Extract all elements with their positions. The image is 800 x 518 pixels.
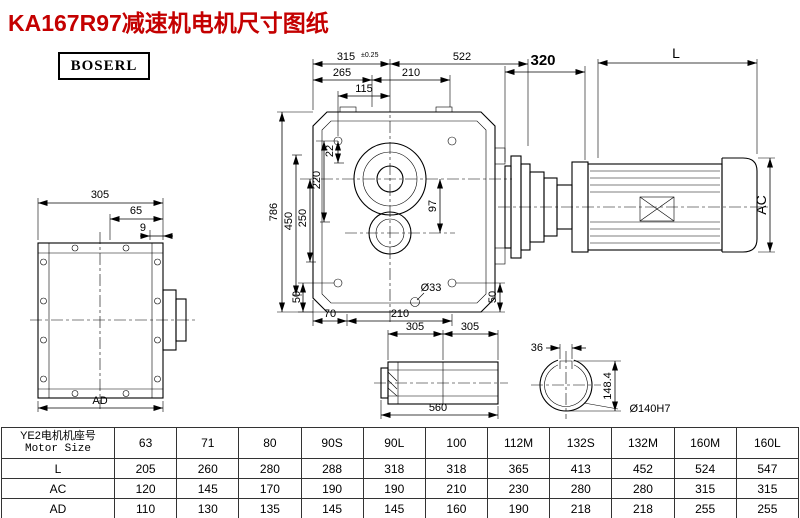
value-cell: 365 <box>487 458 551 479</box>
dim-9-label: 9 <box>140 222 146 234</box>
dim-560-label: 560 <box>429 402 447 414</box>
value-cell: 120 <box>113 478 178 499</box>
size-cell: 132M <box>611 427 675 459</box>
dim-70-label: 70 <box>324 308 336 320</box>
dim-250-label: 250 <box>297 209 309 227</box>
header-cn: YE2电机机座号 <box>20 429 96 442</box>
size-cell: 112M <box>487 427 551 459</box>
dim-265-label: 265 <box>333 67 351 79</box>
motor-view: 320 L AC <box>498 45 775 259</box>
dim-210-top-label: 210 <box>402 67 420 79</box>
value-cell: 145 <box>300 498 364 518</box>
technical-drawing: 305 65 9 AD 315 <box>30 45 775 419</box>
size-cell: 63 <box>113 427 178 459</box>
size-cell: 90S <box>300 427 364 459</box>
dim-65-label: 65 <box>130 205 142 217</box>
dim-33-label: Ø33 <box>421 282 442 294</box>
dim-220-label: 220 <box>311 171 323 189</box>
value-cell: 280 <box>238 458 302 479</box>
value-cell: 210 <box>424 478 489 499</box>
value-cell: 190 <box>362 478 426 499</box>
size-cell: 160L <box>735 427 800 459</box>
dim-210-bottom-label: 210 <box>391 308 409 320</box>
dim-50-right-label: 50 <box>487 291 499 303</box>
dim-320-label: 320 <box>530 52 555 69</box>
dim-305-right-label: 305 <box>461 321 479 333</box>
dim-AD-label: AD <box>92 395 107 407</box>
value-cell: 315 <box>673 478 737 499</box>
dim-140H7-label: Ø140H7 <box>630 403 671 415</box>
row-label-cell: AC <box>1 478 115 499</box>
value-cell: 315 <box>735 478 800 499</box>
dim-315-label: 315 <box>337 51 355 63</box>
value-cell: 413 <box>549 458 613 479</box>
dim-50-left-label: 50 <box>291 291 303 303</box>
dim-97-label: 97 <box>427 200 439 212</box>
value-cell: 110 <box>113 498 178 518</box>
value-cell: 318 <box>362 458 426 479</box>
left-side-view: 305 65 9 AD <box>30 189 195 412</box>
size-cell: 80 <box>238 427 302 459</box>
value-cell: 280 <box>549 478 613 499</box>
value-cell: 288 <box>300 458 364 479</box>
value-cell: 190 <box>487 498 551 518</box>
table-row-L: L 205 260 280 288 318 318 365 413 452 52… <box>1 458 800 479</box>
table-row-AC: AC 120 145 170 190 190 210 230 280 280 3… <box>1 478 800 499</box>
row-label-cell: L <box>1 458 115 479</box>
dim-AC-label: AC <box>753 195 769 214</box>
size-cell: 132S <box>549 427 613 459</box>
value-cell: 170 <box>238 478 302 499</box>
size-cell: 160M <box>673 427 737 459</box>
dim-115-label: 115 <box>355 83 373 95</box>
row-label-cell: AD <box>1 498 115 518</box>
size-cell: 90L <box>362 427 426 459</box>
dim-450-label: 450 <box>283 212 295 230</box>
shaft-end-view: 36 148.4 Ø140H7 <box>531 342 671 419</box>
dim-36-label: 36 <box>531 342 543 354</box>
size-cell: 71 <box>176 427 240 459</box>
value-cell: 318 <box>424 458 489 479</box>
page-title: KA167R97减速机电机尺寸图纸 <box>8 10 329 36</box>
dim-148-label: 148.4 <box>602 372 614 400</box>
front-view: 315 ±0.25 522 265 210 115 786 450 250 22… <box>268 51 529 326</box>
value-cell: 145 <box>176 478 240 499</box>
motor-size-header-cell: YE2电机机座号 Motor Size <box>1 427 115 459</box>
dim-786-label: 786 <box>268 203 280 221</box>
value-cell: 255 <box>673 498 737 518</box>
size-cell: 100 <box>424 427 489 459</box>
value-cell: 280 <box>611 478 675 499</box>
value-cell: 205 <box>113 458 178 479</box>
header-en: Motor Size <box>24 443 91 455</box>
value-cell: 218 <box>611 498 675 518</box>
value-cell: 547 <box>735 458 800 479</box>
value-cell: 135 <box>238 498 302 518</box>
value-cell: 190 <box>300 478 364 499</box>
value-cell: 230 <box>487 478 551 499</box>
value-cell: 255 <box>735 498 800 518</box>
value-cell: 524 <box>673 458 737 479</box>
table-row-AD: AD 110 130 135 145 145 160 190 218 218 2… <box>1 498 800 518</box>
value-cell: 452 <box>611 458 675 479</box>
value-cell: 130 <box>176 498 240 518</box>
dim-L-label: L <box>672 45 680 61</box>
value-cell: 145 <box>362 498 426 518</box>
dim-315-tolerance: ±0.25 <box>361 52 379 59</box>
dim-305-label: 305 <box>91 189 109 201</box>
motor-dimension-table: YE2电机机座号 Motor Size 63 71 80 90S 90L 100… <box>1 427 800 518</box>
value-cell: 218 <box>549 498 613 518</box>
brand-logo: BOSERL <box>58 52 150 80</box>
value-cell: 260 <box>176 458 240 479</box>
table-header-row: YE2电机机座号 Motor Size 63 71 80 90S 90L 100… <box>1 427 800 459</box>
shaft-view: 305 305 560 <box>374 321 508 419</box>
value-cell: 160 <box>424 498 489 518</box>
dim-522-label: 522 <box>453 51 471 63</box>
dim-22-label: 22 <box>324 145 336 157</box>
dim-305-left-label: 305 <box>406 321 424 333</box>
